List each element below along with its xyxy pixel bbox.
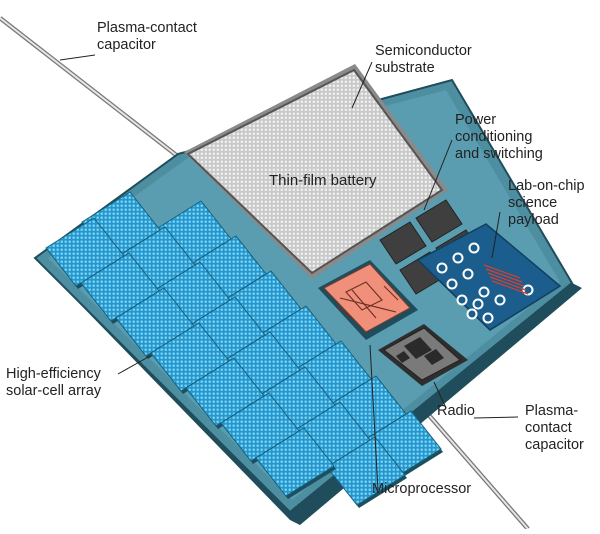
- lab-well: [482, 312, 494, 324]
- lab-well: [468, 242, 480, 254]
- leader-lines: [59, 54, 519, 491]
- lab-well: [522, 284, 534, 296]
- label-line: and switching: [455, 146, 543, 162]
- label-thin-film-battery: Thin-film battery: [269, 172, 377, 189]
- radio-chip: [378, 324, 468, 386]
- lab-traces: [483, 264, 529, 295]
- lab-well: [436, 262, 448, 274]
- label-line: Radio: [437, 403, 475, 419]
- label-line: contact: [525, 420, 572, 436]
- lab-well: [472, 298, 484, 310]
- lab-on-chip-panel: [416, 223, 562, 331]
- label-power-conditioning: Power conditioning and switching: [455, 112, 543, 163]
- lab-well: [456, 294, 468, 306]
- label-line: capacitor: [97, 37, 156, 53]
- label-line: capacitor: [525, 437, 584, 453]
- lab-well: [452, 252, 464, 264]
- label-line: High-efficiency: [6, 366, 101, 382]
- capacitor-wire: [0, 16, 530, 531]
- label-line: Semiconductor: [375, 43, 472, 59]
- label-semiconductor-substrate: Semiconductor substrate: [375, 43, 472, 77]
- solar-cell-array: [45, 191, 443, 508]
- lab-well: [446, 278, 458, 290]
- lab-well: [466, 308, 478, 320]
- solar-cell: [255, 427, 335, 497]
- lab-well: [462, 268, 474, 280]
- label-solar-cell-array: High-efficiency solar-cell array: [6, 366, 101, 400]
- microprocessor-chip: [318, 260, 418, 340]
- label-line: solar-cell array: [6, 383, 102, 399]
- label-line: Microprocessor: [372, 481, 472, 497]
- label-lab-on-chip: Lab-on-chip science payload: [508, 178, 585, 229]
- label-line: payload: [508, 212, 559, 228]
- label-radio: Radio: [437, 403, 475, 420]
- lab-well: [494, 294, 506, 306]
- thin-film-battery: [184, 64, 448, 279]
- label-plasma-contact-capacitor-bottom: Plasma- contact capacitor: [525, 403, 584, 454]
- lab-well: [478, 286, 490, 298]
- label-line: Plasma-: [525, 403, 579, 419]
- label-plasma-contact-capacitor-top: Plasma-contact capacitor: [97, 20, 197, 54]
- label-line: Plasma-contact: [97, 20, 197, 36]
- label-line: Thin-film battery: [269, 172, 377, 189]
- lab-wells: [436, 242, 534, 324]
- label-line: conditioning: [455, 129, 533, 145]
- label-microprocessor: Microprocessor: [372, 481, 471, 498]
- label-line: Lab-on-chip: [508, 178, 585, 194]
- solar-cell: [326, 436, 406, 506]
- label-line: substrate: [375, 60, 435, 76]
- label-line: Power: [455, 112, 497, 128]
- label-line: science: [508, 195, 558, 211]
